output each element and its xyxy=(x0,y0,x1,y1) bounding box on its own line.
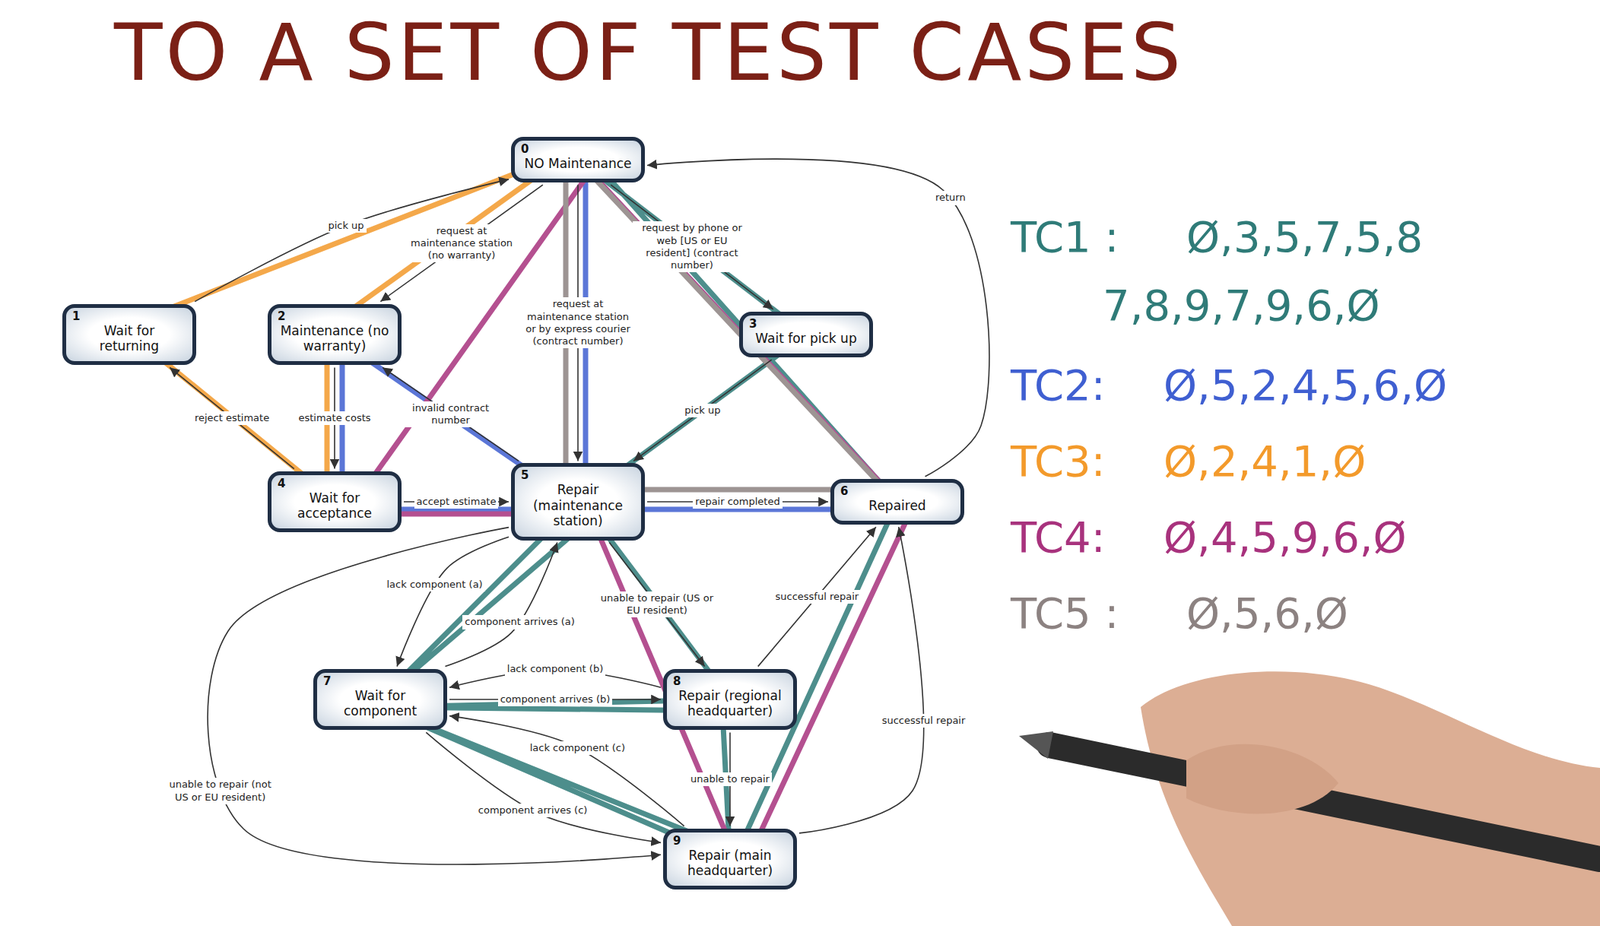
state-number: 9 xyxy=(673,834,681,848)
transition-arrow xyxy=(382,367,519,461)
state-name: Maintenance (no warranty) xyxy=(279,323,391,355)
test-case-sequence: Ø,2,4,1,Ø xyxy=(1163,437,1366,486)
transition-arrow xyxy=(425,732,661,843)
test-case-name: TC1 : xyxy=(1010,212,1119,262)
state-box: 7Wait for component xyxy=(313,669,448,731)
transition-label: invalid contract number xyxy=(391,401,511,429)
test-case-sequence: 7,8,9,7,9,6,Ø xyxy=(1102,281,1381,331)
transition-label: accept estimate xyxy=(414,495,499,509)
state-number: 3 xyxy=(749,317,757,331)
state-number: 8 xyxy=(673,674,681,689)
state-box: 8Repair (regional headquarter) xyxy=(663,669,797,731)
state-name: Repair (regional headquarter) xyxy=(674,688,786,720)
test-path xyxy=(346,171,910,872)
state-box: 5Repair (maintenance station) xyxy=(511,463,645,540)
pen xyxy=(1049,745,1600,860)
transition-label: unable to repair xyxy=(688,772,772,787)
transition-arrow xyxy=(799,526,924,834)
state-box: 4Wait for acceptance xyxy=(267,471,402,534)
state-number: 6 xyxy=(840,484,848,499)
transition-arrow xyxy=(610,184,773,310)
state-box: 1Wait for returning xyxy=(62,304,197,366)
state-name: Repaired xyxy=(841,498,953,514)
state-number: 7 xyxy=(323,674,331,689)
test-case-name: TC3: xyxy=(1010,437,1106,486)
test-case-sequence: Ø,4,5,9,6,Ø xyxy=(1163,513,1407,562)
state-box: 2Maintenance (no warranty) xyxy=(267,304,402,366)
state-number: 4 xyxy=(277,476,286,491)
transition-arrow xyxy=(444,542,557,667)
test-case-sequence: Ø,5,6,Ø xyxy=(1186,589,1349,639)
state-number: 5 xyxy=(520,468,529,483)
transition-label: reject estimate xyxy=(192,411,272,426)
test-path xyxy=(342,167,905,510)
test-path xyxy=(380,152,898,860)
test-case-name: TC2: xyxy=(1010,361,1106,410)
title: TO A SET OF TEST CASES xyxy=(114,6,1185,99)
transition-label: component arrives (c) xyxy=(476,803,591,818)
transition-label: request at maintenance station or by exp… xyxy=(518,297,638,349)
transition-arrow xyxy=(169,367,294,469)
finger xyxy=(1186,744,1339,815)
transition-label: pick up xyxy=(682,403,723,418)
transition-arrow xyxy=(380,184,543,302)
transition-label: request at maintenance station (no warra… xyxy=(402,224,521,264)
state-name: Wait for component xyxy=(324,688,436,720)
transition-label: return xyxy=(933,190,969,205)
state-name: Wait for acceptance xyxy=(279,490,391,522)
state-number: 2 xyxy=(277,309,286,324)
state-name: Repair (maintenance station) xyxy=(522,482,634,529)
transition-arrow xyxy=(207,527,661,865)
transition-label: successful repair xyxy=(879,714,969,728)
transition-label: component arrives (b) xyxy=(498,692,613,707)
test-case-sequence: Ø,5,2,4,5,6,Ø xyxy=(1163,361,1448,410)
state-box: 3Wait for pick up xyxy=(739,311,874,358)
transition-arrow xyxy=(758,526,877,667)
state-name: Wait for returning xyxy=(73,323,185,355)
transition-label: repair completed xyxy=(692,495,782,509)
transition-label: request by phone or web [US or EU reside… xyxy=(632,221,752,273)
pen-tip xyxy=(1019,731,1054,759)
state-name: NO Maintenance xyxy=(522,155,634,172)
transition-label: unable to repair (not US or EU resident) xyxy=(161,777,280,805)
test-case-name: TC4: xyxy=(1010,513,1106,562)
state-number: 1 xyxy=(72,309,80,324)
state-name: Wait for pick up xyxy=(750,330,862,347)
transition-label: lack component (c) xyxy=(527,741,628,756)
transition-label: estimate costs xyxy=(295,411,373,426)
transition-label: unable to repair (US or EU resident) xyxy=(597,591,717,619)
transition-label: component arrives (a) xyxy=(462,615,577,629)
state-box: 0NO Maintenance xyxy=(511,136,645,183)
test-case-name: TC5 : xyxy=(1010,589,1119,639)
state-name: Repair (main headquarter) xyxy=(674,847,786,880)
transition-label: lack component (b) xyxy=(504,662,606,677)
transition-label: pick up xyxy=(325,219,366,233)
state-box: 9Repair (main headquarter) xyxy=(663,828,797,891)
transition-arrow xyxy=(633,359,772,461)
transition-arrow xyxy=(449,716,685,827)
state-number: 0 xyxy=(520,142,529,156)
state-box: 6Repaired xyxy=(830,479,965,525)
transition-label: successful repair xyxy=(772,590,861,604)
transition-label: lack component (a) xyxy=(384,577,486,592)
transition-arrow xyxy=(647,158,990,477)
test-case-sequence: Ø,3,5,7,5,8 xyxy=(1186,212,1423,262)
